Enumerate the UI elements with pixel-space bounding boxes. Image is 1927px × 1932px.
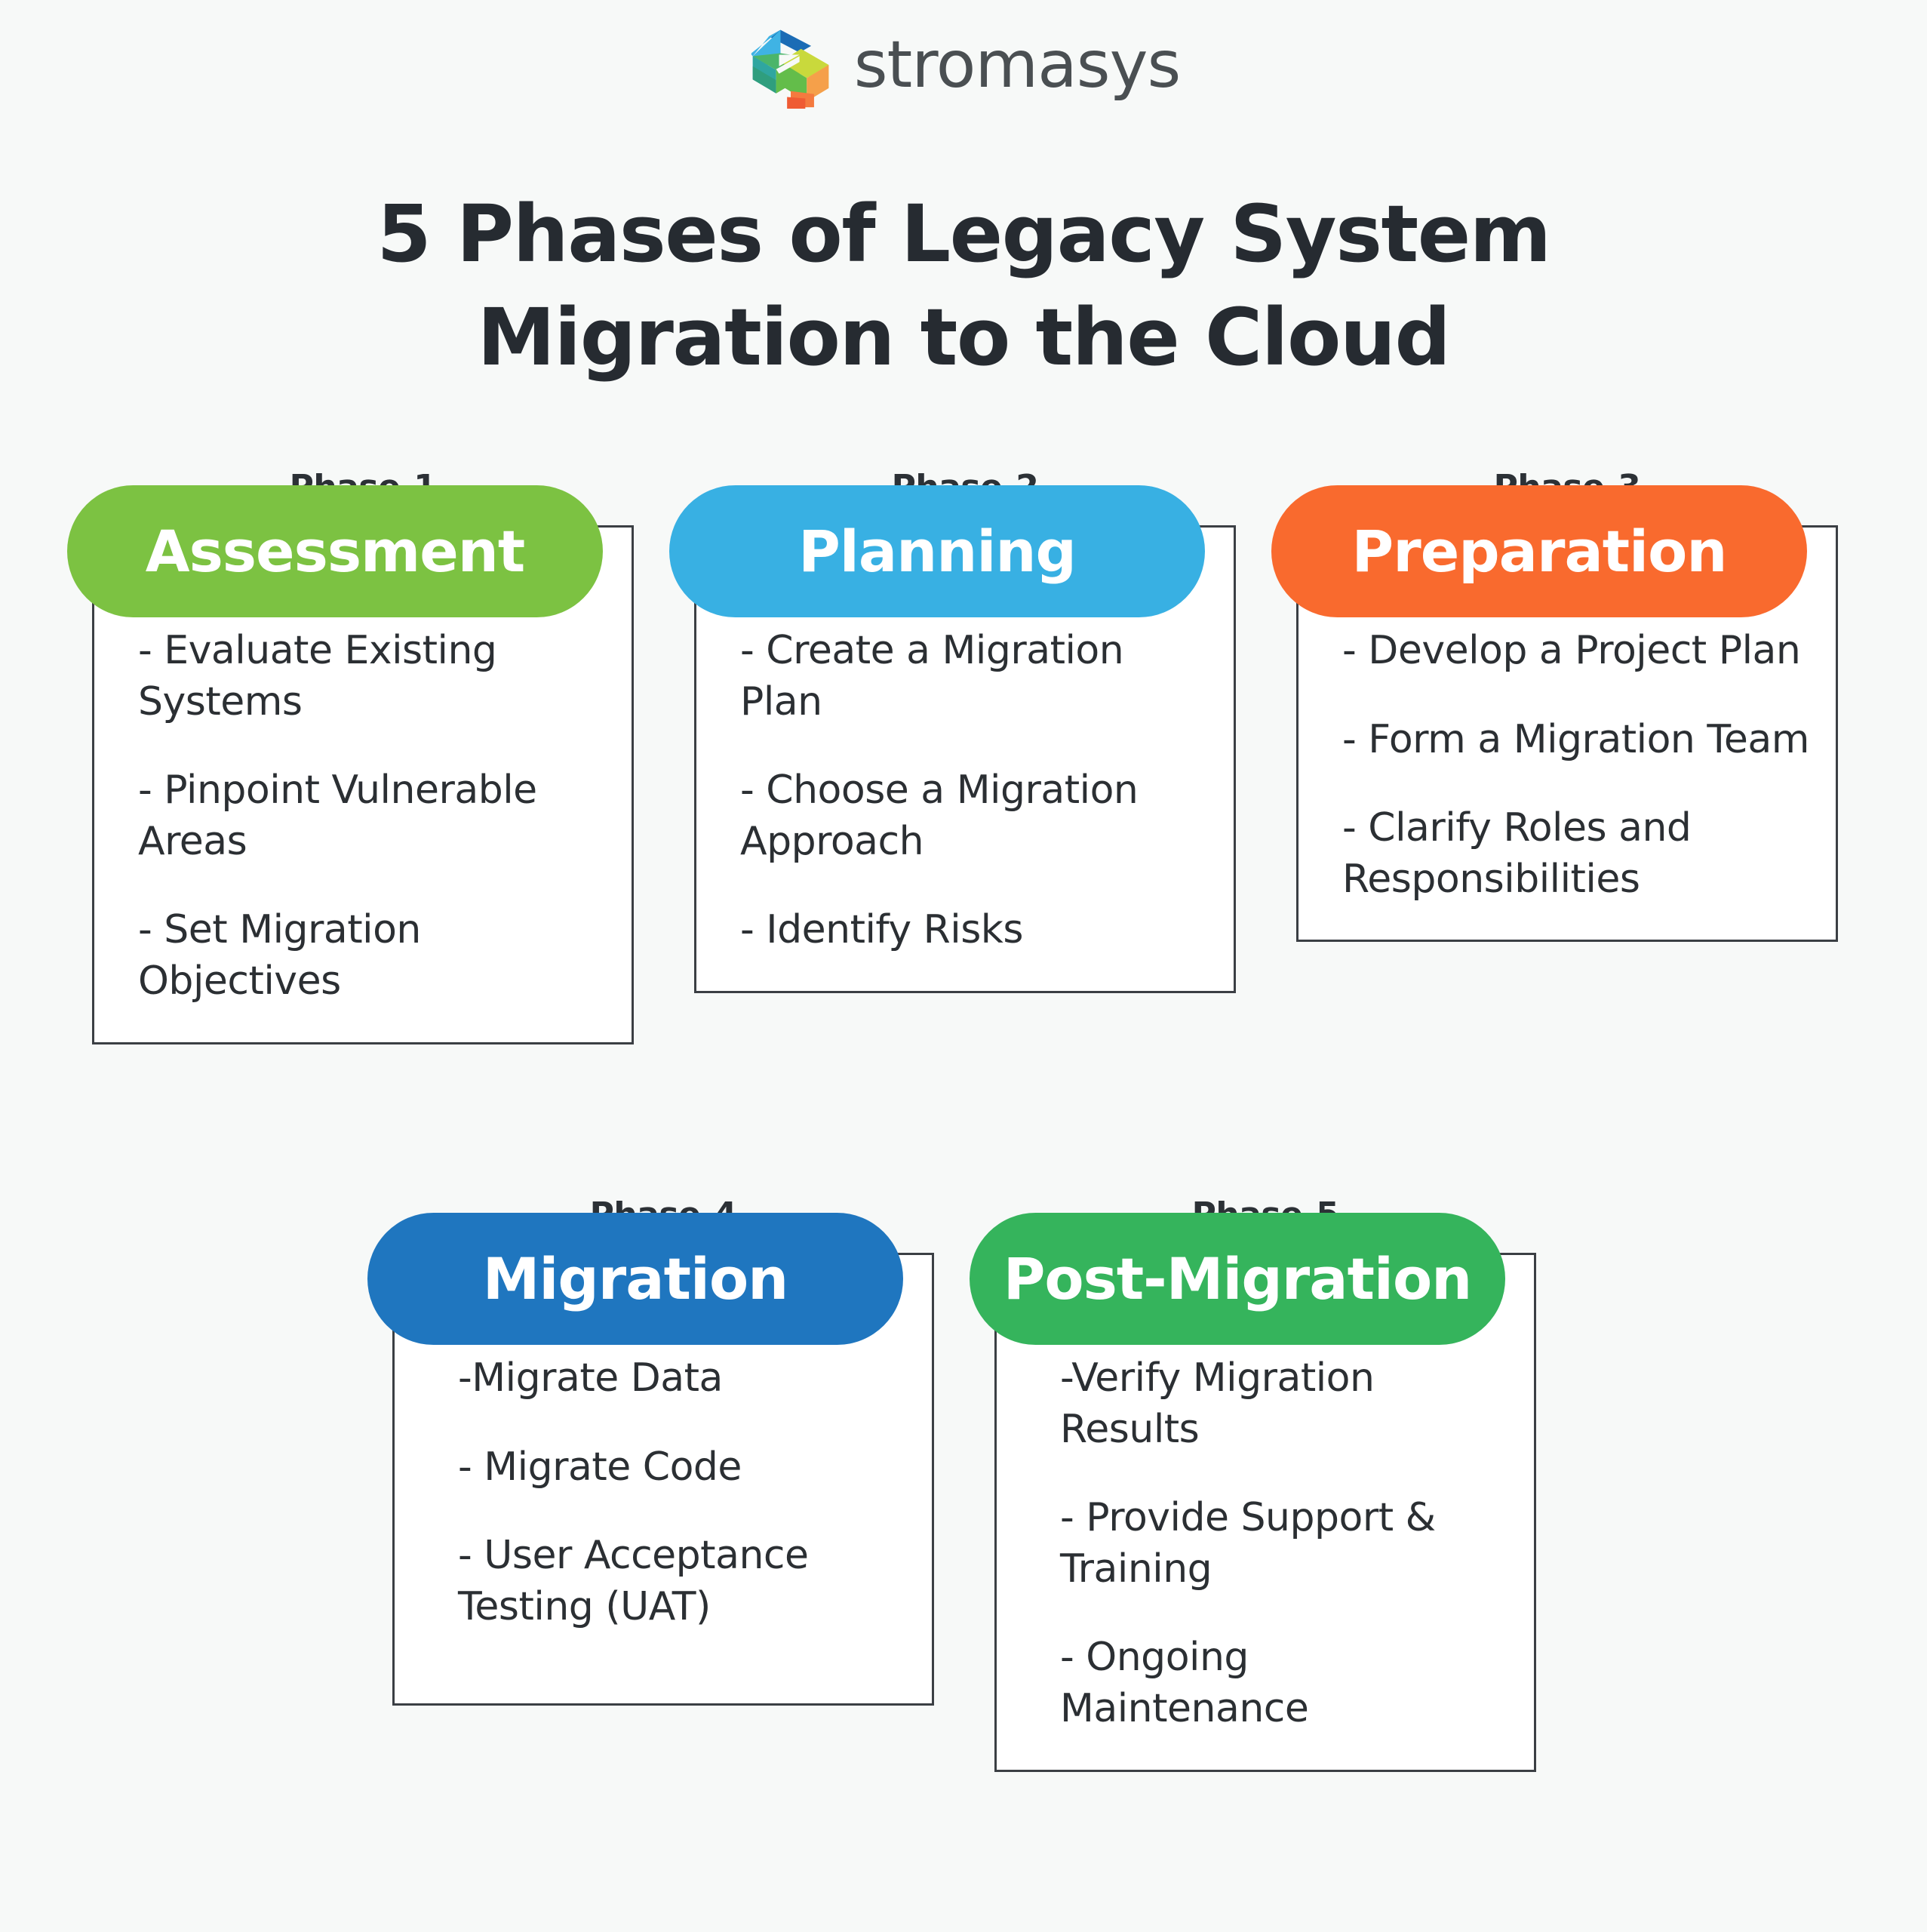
phase-card-1: Phase-1 Assessment - Evaluate Existing S… — [67, 468, 634, 1044]
phase-item-list-2: - Create a Migration Plan - Choose a Mig… — [696, 626, 1234, 956]
phase-card-body-3: Preparation - Develop a Project Plan - F… — [1271, 485, 1838, 943]
phase-card-body-1: Assessment - Evaluate Existing Systems -… — [67, 485, 634, 1044]
brand-logo: stromasys — [0, 21, 1927, 109]
list-item: - Migrate Code — [458, 1444, 742, 1490]
brand-wordmark: stromasys — [853, 27, 1182, 103]
page-title: 5 Phases of Legacy System Migration to t… — [0, 183, 1927, 390]
phase-title-1: Assessment — [145, 518, 525, 585]
list-item: - Identify Risks — [740, 907, 1024, 953]
phase-title-pill-5: Post-Migration — [970, 1213, 1505, 1345]
list-item: - Create a Migration Plan — [740, 628, 1124, 724]
list-item: - Form a Migration Team — [1342, 716, 1809, 762]
list-item: - Pinpoint Vulnerable Areas — [138, 768, 537, 864]
phase-item-list-3: - Develop a Project Plan - Form a Migrat… — [1298, 626, 1836, 905]
list-item: -Verify Migration Results — [1060, 1355, 1375, 1452]
phase-card-body-2: Planning - Create a Migration Plan - Cho… — [669, 485, 1236, 993]
list-item: - Choose a Migration Approach — [740, 768, 1139, 864]
list-item: - Evaluate Existing Systems — [138, 628, 497, 724]
phase-title-3: Preparation — [1351, 518, 1728, 585]
page-title-line-2: Migration to the Cloud — [477, 291, 1451, 384]
phase-title-4: Migration — [482, 1245, 789, 1312]
phase-card-2: Phase-2 Planning - Create a Migration Pl… — [669, 468, 1236, 993]
phase-title-2: Planning — [798, 518, 1077, 585]
list-item: - Provide Support & Training — [1060, 1495, 1436, 1592]
phase-card-4: Phase-4 Migration -Migrate Data - Migrat… — [367, 1195, 934, 1706]
phase-title-5: Post-Migration — [1003, 1245, 1473, 1312]
phase-title-pill-2: Planning — [669, 485, 1205, 617]
list-item: - User Acceptance Testing (UAT) — [458, 1533, 809, 1629]
list-item: - Clarify Roles and Responsibilities — [1342, 805, 1692, 902]
list-item: -Migrate Data — [458, 1355, 723, 1401]
phase-title-pill-3: Preparation — [1271, 485, 1807, 617]
phase-title-pill-1: Assessment — [67, 485, 603, 617]
phase-item-list-5: -Verify Migration Results - Provide Supp… — [997, 1353, 1534, 1735]
phase-item-list-1: - Evaluate Existing Systems - Pinpoint V… — [94, 626, 632, 1008]
phase-title-pill-4: Migration — [367, 1213, 903, 1345]
phase-card-body-4: Migration -Migrate Data - Migrate Code -… — [367, 1213, 934, 1706]
phase-card-body-5: Post-Migration -Verify Migration Results… — [970, 1213, 1536, 1772]
phase-item-list-4: -Migrate Data - Migrate Code - User Acce… — [395, 1353, 932, 1632]
list-item: - Set Migration Objectives — [138, 907, 421, 1004]
list-item: - Develop a Project Plan — [1342, 628, 1801, 673]
list-item: - Ongoing Maintenance — [1060, 1635, 1309, 1731]
phase-card-3: Phase-3 Preparation - Develop a Project … — [1271, 468, 1838, 943]
stromasys-interlocking-cubes-logo-icon — [751, 29, 828, 109]
page-title-line-1: 5 Phases of Legacy System — [376, 188, 1551, 280]
phase-card-5: Phase-5 Post-Migration -Verify Migration… — [970, 1195, 1536, 1772]
